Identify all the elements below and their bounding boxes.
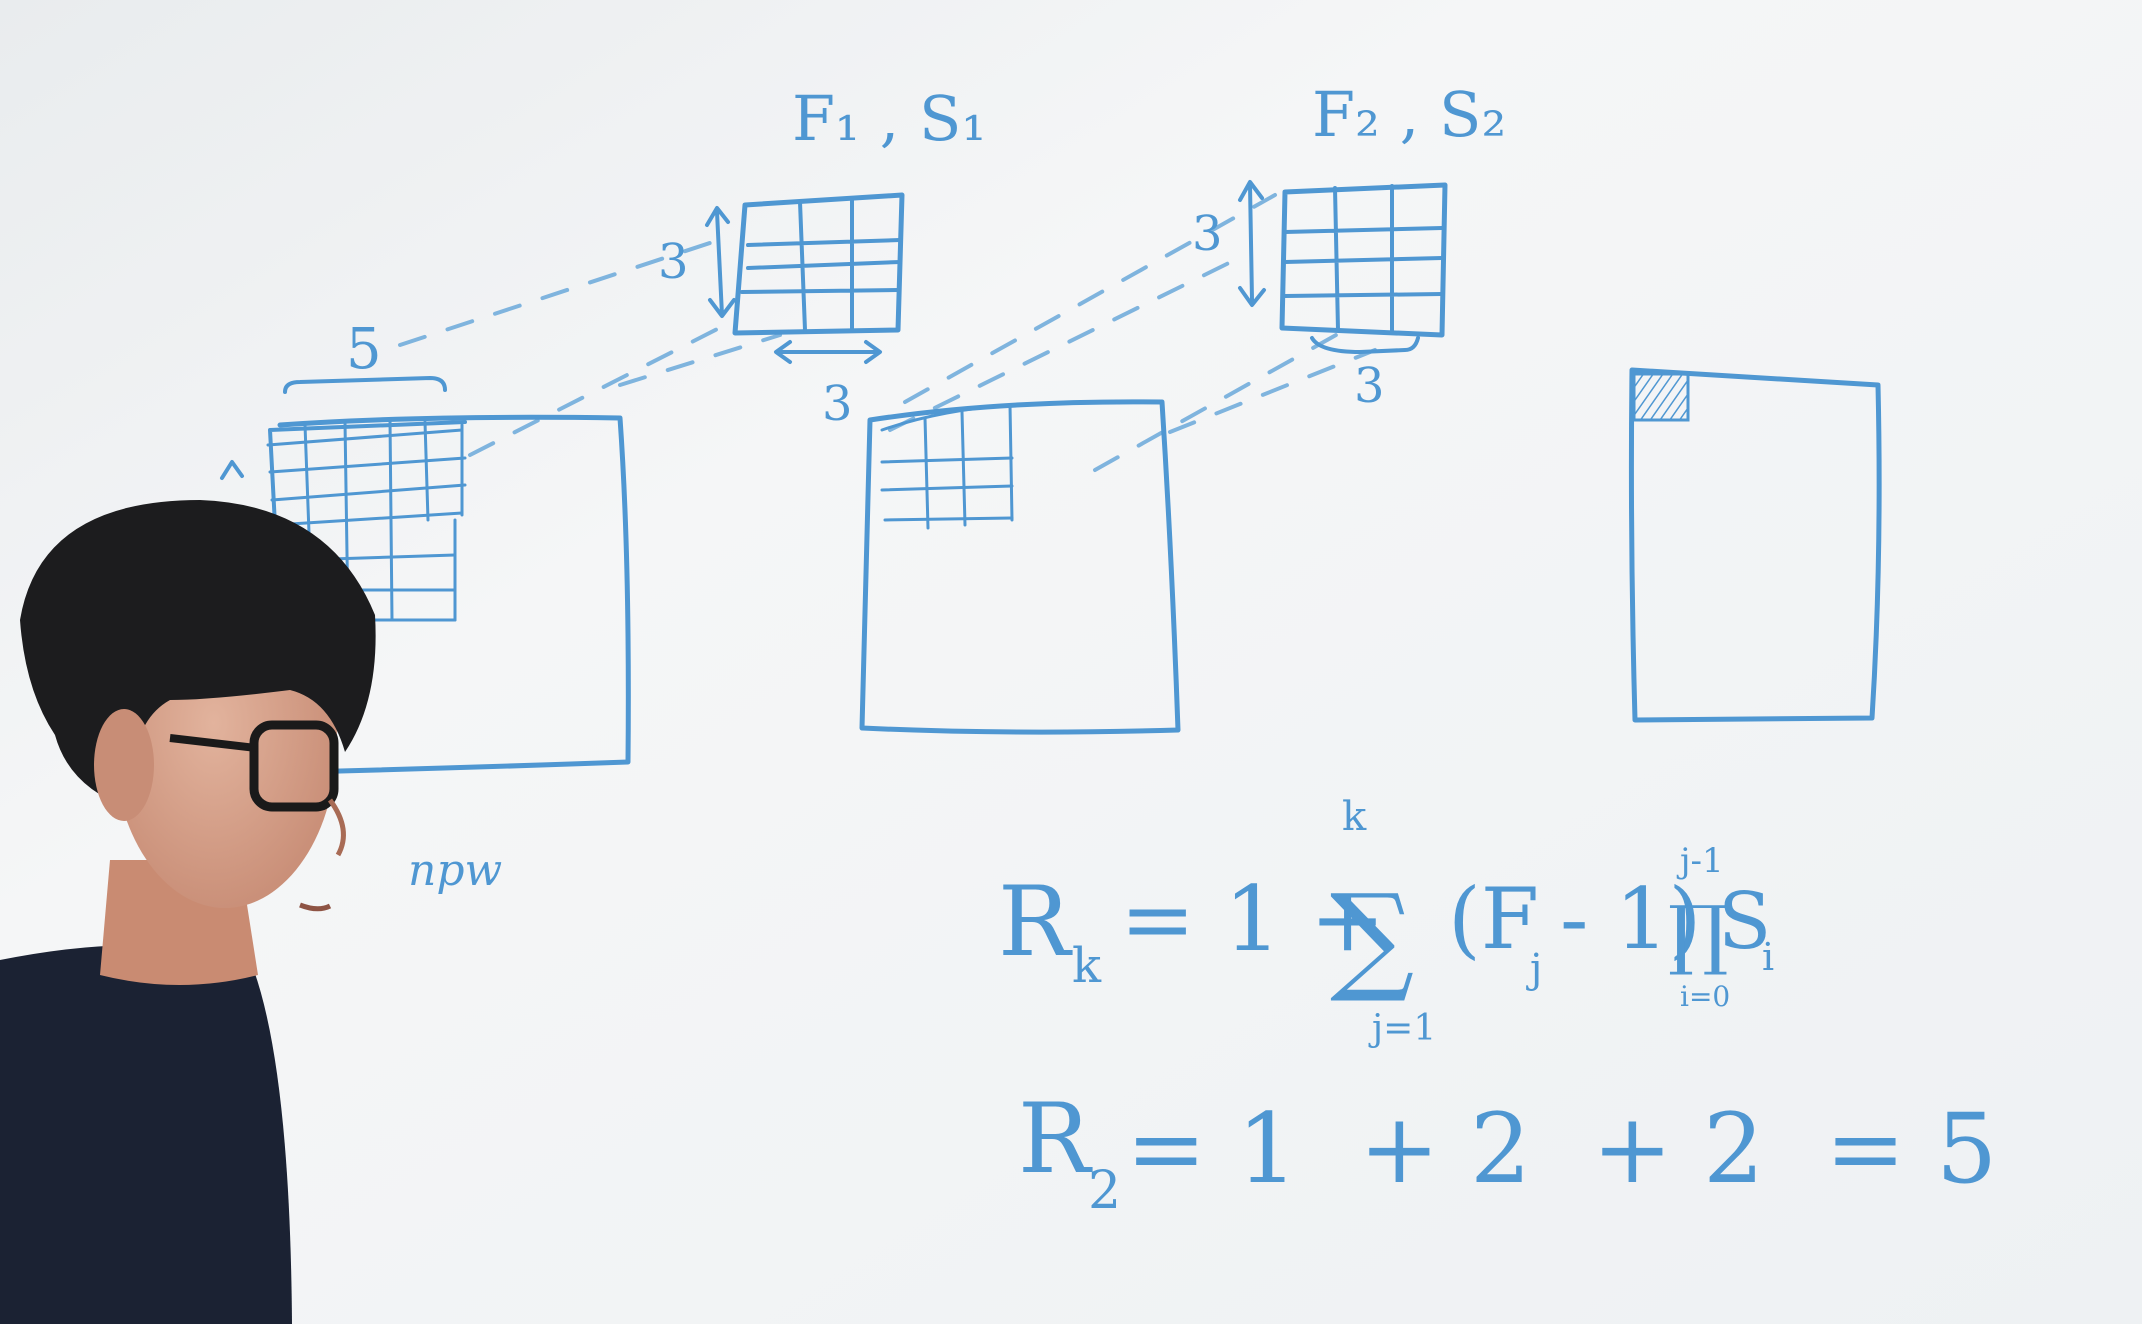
presenter-sweater <box>0 945 292 1324</box>
formula-term: (F <box>1448 870 1539 968</box>
glasses-icon <box>169 720 339 812</box>
input-layer-label: npw <box>408 845 502 896</box>
middle-feature-map <box>859 399 1181 735</box>
formula-prod-upper: j-1 <box>1676 841 1724 881</box>
filter-1-width-label: 3 <box>822 376 853 432</box>
presenter-nose <box>327 798 346 857</box>
formula-lhs-subscript: k <box>1072 938 1102 994</box>
presenter-mouth <box>299 902 332 912</box>
receptive-field-formula: R k = 1 + k ∑ j=1 (F j - 1) j-1 ∏ i=0 S … <box>998 794 1774 1049</box>
formula-equals-one-plus: = 1 + <box>1120 867 1385 972</box>
projection-lines <box>398 193 1377 472</box>
filter-2-height-label: 3 <box>1192 206 1223 262</box>
formula-prod-term: S <box>1718 877 1771 967</box>
presenter-ear <box>94 709 154 821</box>
formula-prod-lower: i=0 <box>1680 980 1730 1013</box>
formula-prod-subscript: i <box>1762 935 1774 979</box>
output-feature-map <box>1628 367 1882 723</box>
filter-2: F₂ , S₂ 3 3 <box>1192 78 1506 414</box>
result-lhs-subscript: 2 <box>1088 1161 1121 1221</box>
formula-sum-lower: j=1 <box>1368 1008 1436 1049</box>
filter-2-width-label: 3 <box>1354 358 1385 414</box>
formula-prod-symbol: ∏ <box>1668 889 1729 978</box>
filter-1: F₁ , S₁ 3 3 <box>658 82 986 432</box>
formula-sum-symbol: ∑ <box>1330 868 1414 1006</box>
output-receptive-cell <box>1632 372 1690 422</box>
filter-1-label: F₁ , S₁ <box>792 82 986 155</box>
formula-lhs: R <box>998 866 1073 978</box>
filter-2-label: F₂ , S₂ <box>1312 78 1506 151</box>
result-lhs: R <box>1018 1083 1093 1195</box>
formula-sum-upper: k <box>1342 794 1367 840</box>
filter-1-height-label: 3 <box>658 234 689 290</box>
formula-term-rest: - 1) <box>1560 870 1701 968</box>
middle-receptive-grid <box>880 403 1014 530</box>
input-span-label: 5 <box>346 317 382 382</box>
presenter <box>0 500 376 1324</box>
result-rhs: = 1 + 2 + 2 = 5 <box>1126 1093 1997 1205</box>
receptive-field-result: R 2 = 1 + 2 + 2 = 5 <box>1018 1083 1997 1221</box>
formula-term-subscript: j <box>1526 946 1542 992</box>
